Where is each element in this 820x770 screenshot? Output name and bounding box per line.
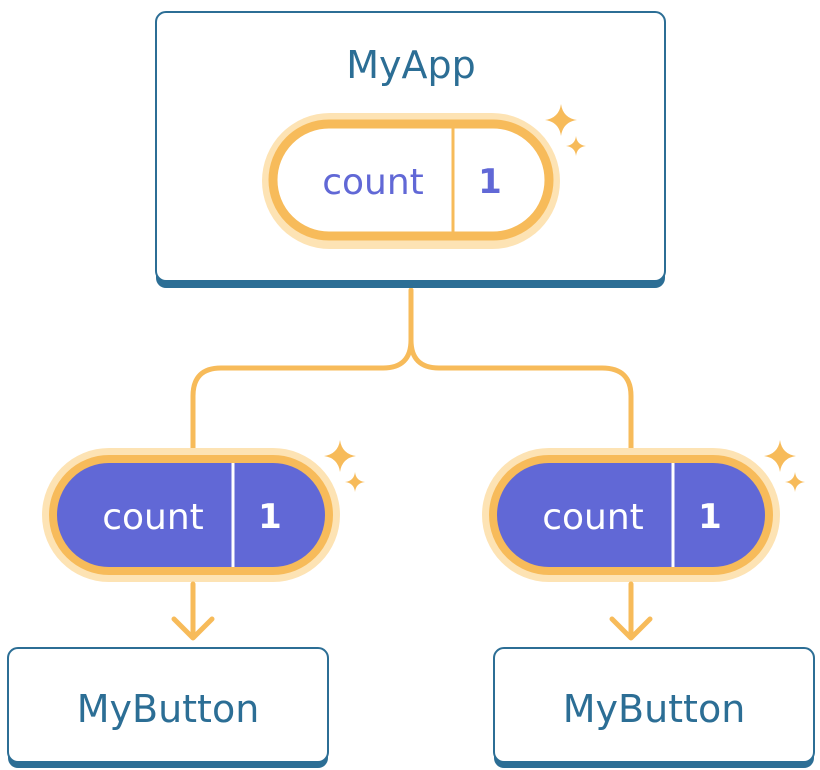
connector-left-branch [190,337,414,451]
myapp-state-pill: count 1 [262,113,560,249]
prop-label: count [102,497,204,538]
left-prop-pill: count 1 [42,448,340,582]
state-value: 1 [478,162,502,202]
pill-body [268,119,554,241]
connector-right-branch [408,337,634,451]
state-label: count [322,162,424,203]
myapp-title: MyApp [346,43,476,87]
sparkle-icon [545,104,586,156]
arrow-down-icon [171,581,215,641]
arrow-down-icon [609,581,653,641]
myapp-node: MyApp count 1 [155,11,666,288]
pill-body [489,455,773,575]
prop-label: count [542,497,644,538]
pill-body [49,455,333,575]
mybutton-box [493,647,815,763]
mybutton-title: MyButton [77,687,260,731]
sparkle-icon [764,440,805,492]
right-prop-pill: count 1 [482,448,780,582]
sparkle-icon [324,440,365,492]
mybutton-title: MyButton [563,687,746,731]
prop-value: 1 [698,497,722,537]
left-mybutton-node: MyButton [7,647,329,768]
right-mybutton-node: MyButton [493,647,815,768]
mybutton-box [7,647,329,763]
tree-connectors [190,287,634,451]
prop-value: 1 [258,497,282,537]
